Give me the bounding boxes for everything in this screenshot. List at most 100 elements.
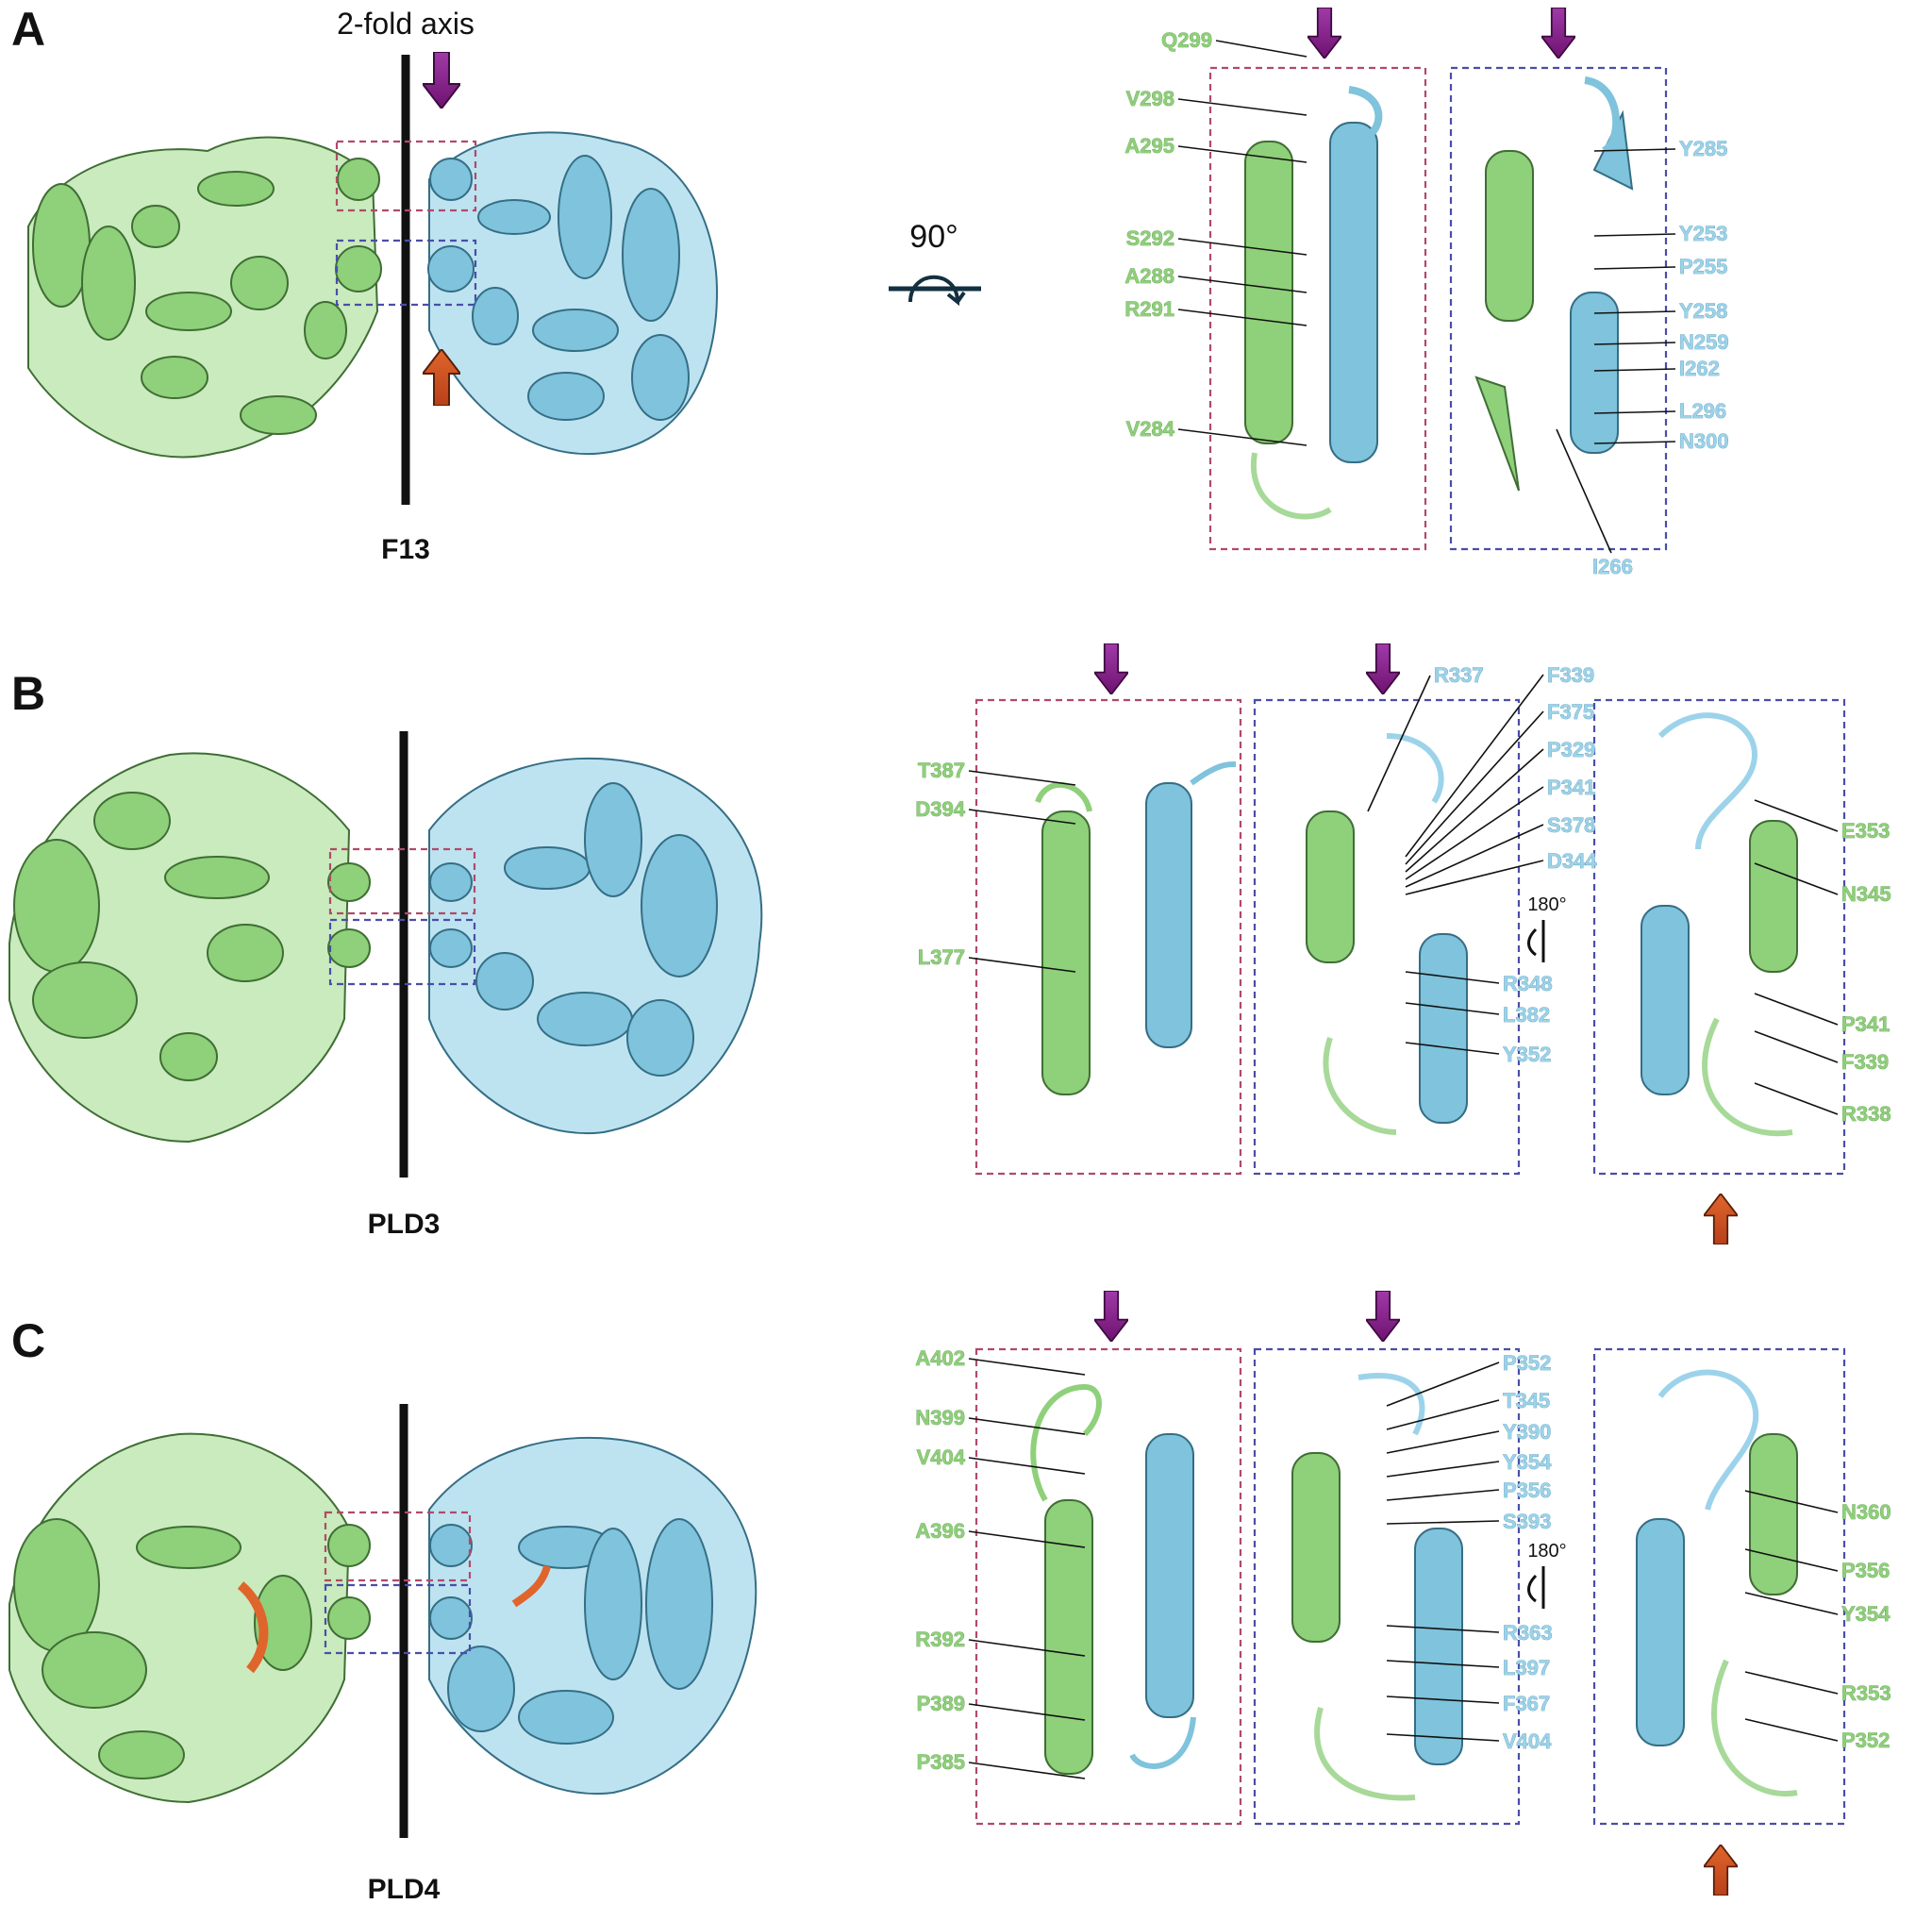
- pld3-rotation-180-icon: 180°: [1527, 894, 1567, 962]
- purple-arrow-icon: [423, 52, 460, 109]
- leader-line: [1744, 1592, 1839, 1615]
- leader-line: [1386, 1399, 1500, 1430]
- residue-label: N259: [1679, 330, 1729, 354]
- leader-line: [968, 809, 1076, 825]
- leader-line: [1405, 971, 1500, 984]
- residue-label: V298: [1126, 87, 1174, 110]
- leader-line: [1177, 428, 1307, 446]
- residue-label: R348: [1503, 972, 1553, 995]
- residue-label: A295: [1124, 134, 1174, 158]
- leader-line: [1754, 1030, 1839, 1063]
- f13-interface-box-bottom: [335, 239, 477, 307]
- orange-arrow-icon: [1704, 1845, 1738, 1896]
- f13-zoom-box-red: [1208, 66, 1427, 551]
- pld4-rotation-180-icon: 180°: [1527, 1541, 1567, 1609]
- residue-label: A396: [915, 1519, 965, 1543]
- residue-label: L296: [1679, 399, 1726, 423]
- pld4-interface-box-bottom: [324, 1583, 472, 1655]
- leader-line: [1386, 1660, 1500, 1668]
- leader-line: [1177, 238, 1307, 256]
- leader-line: [1386, 1695, 1500, 1704]
- leader-line: [1386, 1461, 1500, 1478]
- residue-label: P352: [1841, 1729, 1890, 1752]
- residue-label: S378: [1547, 813, 1595, 837]
- two-fold-axis-label: 2-fold axis: [337, 7, 475, 41]
- panel-b: B PLD3: [8, 643, 1891, 1244]
- leader-line: [1593, 342, 1676, 345]
- leader-line: [1556, 428, 1612, 554]
- pld3-zoom-box-blue-rotated: [1592, 698, 1846, 1176]
- residue-label: Y258: [1679, 299, 1727, 323]
- purple-arrow-icon: [1366, 1291, 1400, 1342]
- leader-line: [1405, 1042, 1500, 1055]
- f13-blue-monomer: [427, 131, 719, 456]
- pld4-interface-box-top: [324, 1511, 472, 1582]
- pld4-zoom-blue-helices: [1291, 1373, 1463, 1801]
- residue-label: F367: [1503, 1692, 1550, 1715]
- residue-label: S393: [1503, 1510, 1551, 1533]
- pld3-zoom-box-red: [974, 698, 1242, 1176]
- residue-label: Y253: [1679, 222, 1727, 245]
- pld4-zoom-box-blue: [1253, 1347, 1521, 1826]
- leader-line: [1593, 410, 1676, 414]
- residue-label: R392: [915, 1628, 965, 1651]
- purple-arrow-icon: [1366, 643, 1400, 694]
- leader-line: [1593, 266, 1676, 270]
- leader-line: [1215, 40, 1307, 58]
- f13-zoom-box-blue: [1449, 66, 1668, 551]
- residue-label: N360: [1841, 1500, 1891, 1524]
- residue-label: P389: [917, 1692, 965, 1715]
- leader-line: [1744, 1671, 1839, 1695]
- pld4-blue-monomer: [428, 1436, 758, 1796]
- residue-label: V284: [1126, 417, 1175, 441]
- residue-label: Y354: [1841, 1602, 1890, 1626]
- leader-line: [1405, 860, 1544, 895]
- panel-letter-a: A: [11, 3, 45, 56]
- structure-name-pld3: PLD3: [368, 1209, 441, 1240]
- leader-line: [1593, 148, 1676, 152]
- residue-label: D394: [915, 797, 965, 821]
- pld4-zoom-red-helices: [1030, 1383, 1196, 1775]
- residue-label: R337: [1434, 663, 1484, 687]
- pld3-zoom-box-blue: [1253, 698, 1521, 1176]
- leader-line: [1405, 824, 1544, 888]
- pld3-zoom-blue-helices: [1306, 733, 1468, 1135]
- leader-line: [1593, 441, 1676, 444]
- residue-label: S292: [1126, 226, 1174, 250]
- leader-line: [1593, 368, 1676, 372]
- residue-label: P329: [1547, 738, 1595, 761]
- residue-label: F339: [1547, 663, 1594, 687]
- f13-green-monomer: [27, 136, 382, 459]
- leader-line: [968, 1639, 1086, 1657]
- leader-line: [968, 1417, 1086, 1435]
- residue-label: L397: [1503, 1656, 1550, 1679]
- residue-label: D344: [1547, 849, 1597, 873]
- leader-line: [1405, 786, 1544, 880]
- residue-label: F375: [1547, 700, 1594, 724]
- residue-label: R338: [1841, 1102, 1891, 1126]
- leader-line: [1405, 1002, 1500, 1015]
- leader-line: [968, 1358, 1086, 1376]
- leader-line: [1386, 1430, 1500, 1454]
- leader-line: [1386, 1520, 1500, 1525]
- residue-label: R291: [1124, 297, 1174, 321]
- residue-label: N345: [1841, 882, 1891, 906]
- residue-label: P255: [1679, 255, 1727, 278]
- panel-a: A 2-fold axis: [11, 3, 1729, 578]
- residue-label: R363: [1503, 1621, 1553, 1645]
- residue-label: P341: [1547, 776, 1595, 799]
- leader-line: [1744, 1548, 1839, 1572]
- residue-label: A402: [915, 1346, 965, 1370]
- pld4-zoom-box-blue-rotated: [1592, 1347, 1846, 1826]
- orange-arrow-icon: [1704, 1194, 1738, 1244]
- leader-line: [1386, 1361, 1500, 1407]
- leader-line: [968, 957, 1076, 973]
- residue-label: Y390: [1503, 1420, 1551, 1444]
- pld3-interface-box-top: [328, 847, 476, 915]
- residue-label: P352: [1503, 1351, 1551, 1375]
- leader-line: [968, 1457, 1086, 1475]
